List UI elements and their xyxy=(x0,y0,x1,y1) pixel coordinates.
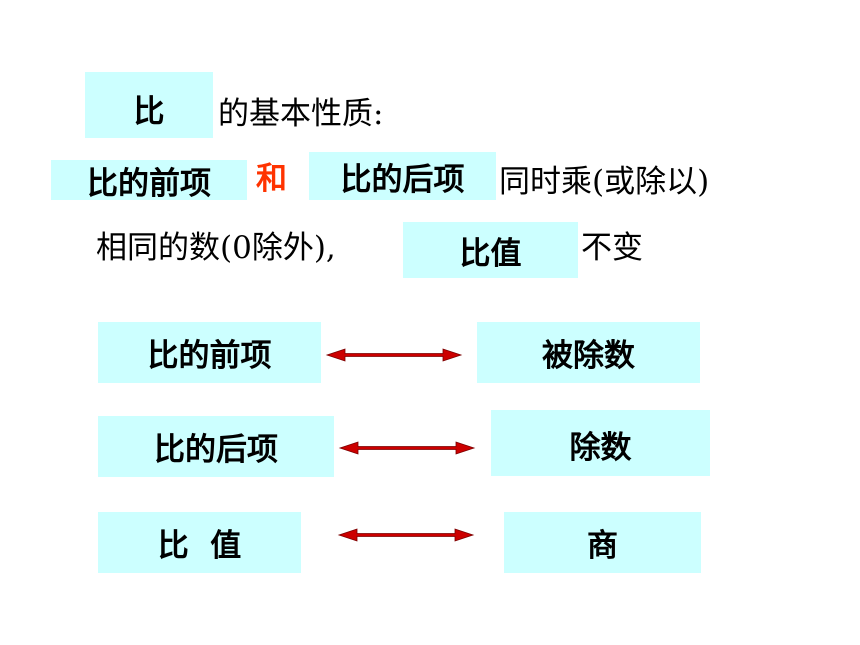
left-term-latter-box: 比的后项 xyxy=(98,416,334,477)
conjunction-he: 和 xyxy=(256,161,287,197)
term-latter-box: 比的后项 xyxy=(309,152,496,200)
heading-suffix: 的基本性质: xyxy=(218,96,384,132)
heading-term: 比 xyxy=(133,94,165,130)
left-term-latter: 比的后项 xyxy=(154,432,278,468)
left-ratio-value-box: 比 值 xyxy=(98,512,301,573)
left-term-former: 比的前项 xyxy=(147,338,272,374)
ratio-value: 比值 xyxy=(459,235,522,272)
statement-line2-head: 相同的数(0除外), xyxy=(96,230,336,266)
statement-line1-tail: 同时乘(或除以) xyxy=(499,164,710,200)
ratio-value-box: 比值 xyxy=(403,222,578,278)
right-dividend: 被除数 xyxy=(542,338,635,374)
double-arrow-icon xyxy=(337,528,475,542)
statement-line2-tail: 不变 xyxy=(581,230,643,266)
left-term-former-box: 比的前项 xyxy=(98,322,321,383)
term-former: 比的前项 xyxy=(87,165,211,202)
left-ratio-value: 比 值 xyxy=(157,528,242,564)
right-dividend-box: 被除数 xyxy=(477,322,700,383)
double-arrow-icon xyxy=(325,348,463,362)
term-latter: 比的后项 xyxy=(340,161,465,198)
double-arrow-icon xyxy=(338,441,476,455)
right-quotient: 商 xyxy=(587,528,618,564)
right-divisor: 除数 xyxy=(569,430,632,466)
heading-term-box: 比 xyxy=(85,72,213,138)
right-divisor-box: 除数 xyxy=(491,410,710,476)
right-quotient-box: 商 xyxy=(504,512,701,573)
term-former-box: 比的前项 xyxy=(51,160,247,202)
